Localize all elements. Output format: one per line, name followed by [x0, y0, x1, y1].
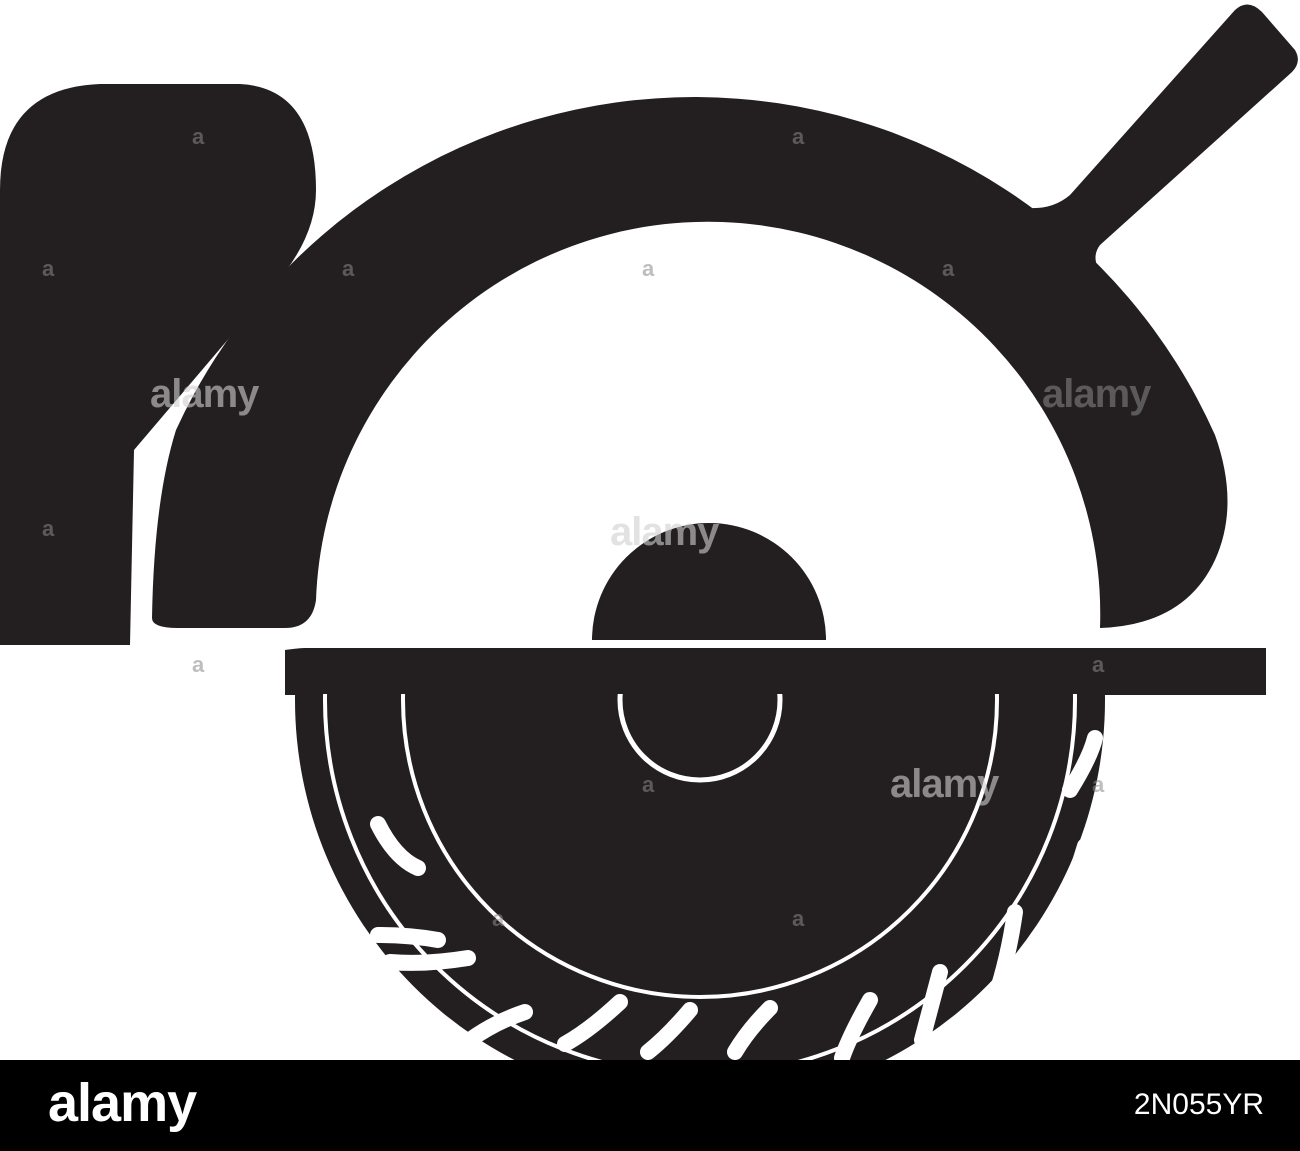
circular-saw-icon — [0, 4, 1298, 1060]
footer-logo: alamy — [48, 1073, 197, 1133]
saw-handle — [1020, 4, 1298, 282]
stock-footer-bar: alamy 2N055YR — [0, 1060, 1300, 1151]
image-id: 2N055YR — [1133, 1088, 1264, 1121]
base-plate — [285, 648, 1266, 695]
blade-guard — [152, 97, 1228, 628]
arbor-nut — [592, 523, 826, 640]
motor-housing — [0, 84, 316, 645]
saw-blade — [295, 694, 1105, 1060]
